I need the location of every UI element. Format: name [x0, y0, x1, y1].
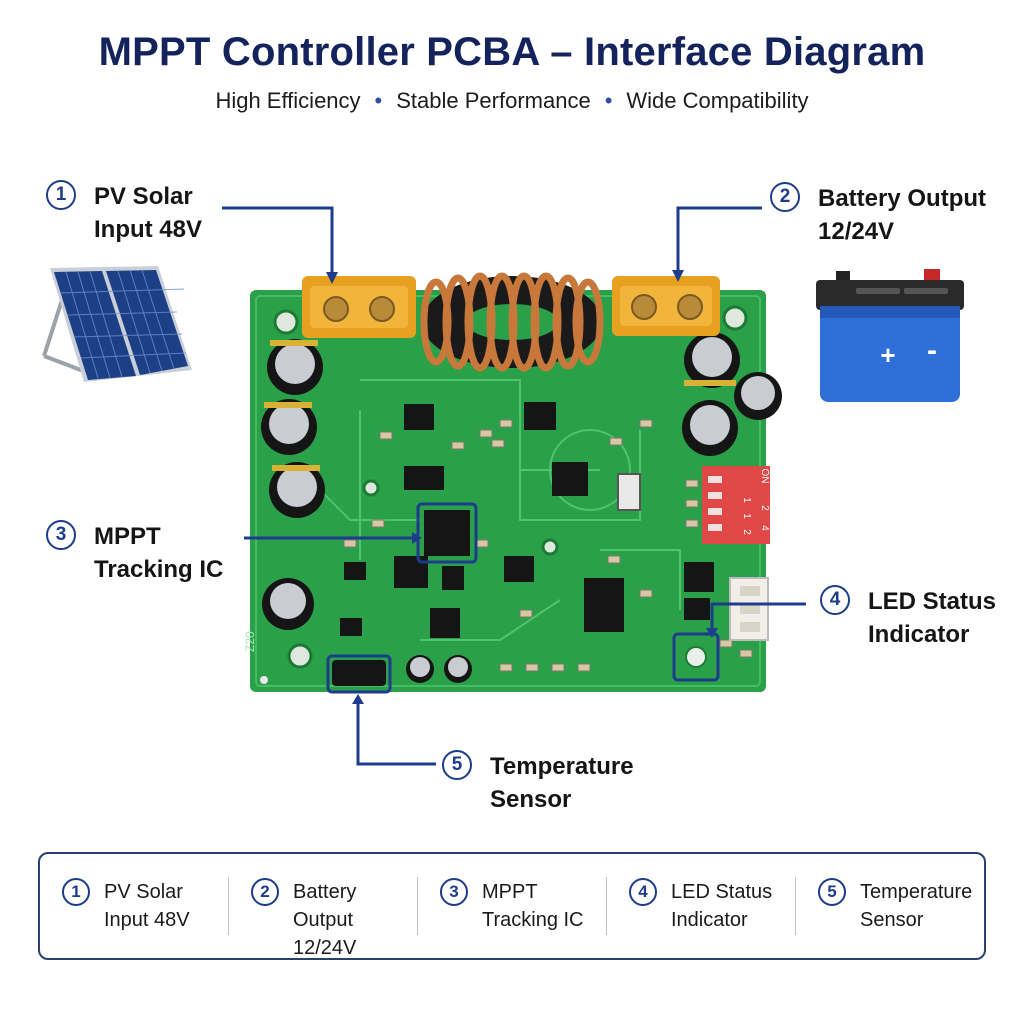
callout-label: Indicator: [868, 621, 970, 648]
dip-label: 1: [741, 513, 752, 519]
divider: [417, 877, 418, 935]
leader-lines: [222, 206, 806, 766]
legend-label: LED Status: [671, 881, 773, 903]
callout-label: Input 48V: [94, 216, 203, 243]
dip-label: 2: [741, 529, 752, 535]
number-badge-1: 1: [46, 180, 76, 210]
capacitor: [682, 332, 782, 456]
led-highlight-box: [672, 632, 720, 682]
legend-label: PV Solar: [104, 881, 183, 903]
callout-label: Temperature: [490, 753, 634, 780]
page-subtitle: High Efficiency • Stable Performance • Wide …: [0, 88, 1024, 114]
battery-icon: + -: [816, 269, 964, 402]
number-badge-3: 3: [46, 520, 76, 550]
divider: [606, 877, 607, 935]
callout-label: 12/24V: [818, 218, 895, 245]
legend-label: Battery Output: [293, 881, 357, 931]
legend-item: 3 MPPT Tracking IC: [418, 878, 606, 934]
silkscreen-label: Z20: [243, 631, 257, 652]
led-indicator: [685, 646, 707, 668]
dip-label: 2: [759, 505, 770, 511]
dip-label: 1: [741, 497, 752, 503]
number-badge-4: 4: [820, 585, 850, 615]
ic-highlight-box: [416, 502, 478, 564]
legend-item: 2 Battery Output 12/24V: [229, 878, 417, 959]
legend-number-badge: 5: [818, 878, 846, 906]
callout-battery-output: 2 Battery Output 12/24V: [770, 182, 986, 248]
legend-number-badge: 1: [62, 878, 90, 906]
legend-label: MPPT: [482, 881, 538, 903]
number-badge-5: 5: [442, 750, 472, 780]
legend-label: 12/24V: [293, 937, 357, 959]
divider: [228, 877, 229, 935]
callout-label: Battery Output: [818, 185, 986, 212]
legend-label: Temperature: [860, 881, 973, 903]
pcb-board: ON 2 4 1 1 2 Z20: [243, 272, 782, 692]
sensor-highlight-box: [326, 654, 392, 694]
inductor-coil: [420, 272, 604, 372]
legend-label: Sensor: [860, 909, 924, 931]
number-badge-2: 2: [770, 182, 800, 212]
divider: [795, 877, 796, 935]
capacitor: [261, 339, 325, 630]
solar-panel-icon: [42, 266, 192, 382]
bullet-icon: •: [374, 88, 383, 113]
legend-label: Indicator: [671, 909, 748, 931]
xt60-connector: [302, 276, 416, 338]
legend-number-badge: 3: [440, 878, 468, 906]
dip-label: 4: [759, 525, 770, 531]
callout-mppt-tracking-ic: 3 MPPT Tracking IC: [46, 520, 223, 586]
legend-label: Tracking IC: [482, 909, 584, 931]
bullet-icon: •: [604, 88, 613, 113]
page-title: MPPT Controller PCBA – Interface Diagram: [98, 30, 926, 74]
callout-label: Tracking IC: [94, 556, 224, 583]
dip-label: ON: [759, 469, 770, 484]
dip-switch: ON 2 4 1 1 2: [702, 466, 770, 544]
pin-header-connector: [729, 577, 769, 641]
callout-label: MPPT: [94, 523, 161, 550]
callout-label: Sensor: [490, 786, 572, 813]
legend-number-badge: 4: [629, 878, 657, 906]
xt60-connector: [612, 276, 720, 336]
subtitle-item: High Efficiency: [215, 88, 361, 113]
callout-label: LED Status: [868, 588, 997, 615]
legend-number-badge: 2: [251, 878, 279, 906]
battery-plus-label: +: [880, 340, 895, 370]
battery-minus-label: -: [927, 334, 937, 367]
legend-label: Input 48V: [104, 909, 190, 931]
subtitle-item: Wide Compatibility: [626, 88, 809, 113]
callout-label: PV Solar: [94, 183, 193, 210]
subtitle-item: Stable Performance: [396, 88, 591, 113]
